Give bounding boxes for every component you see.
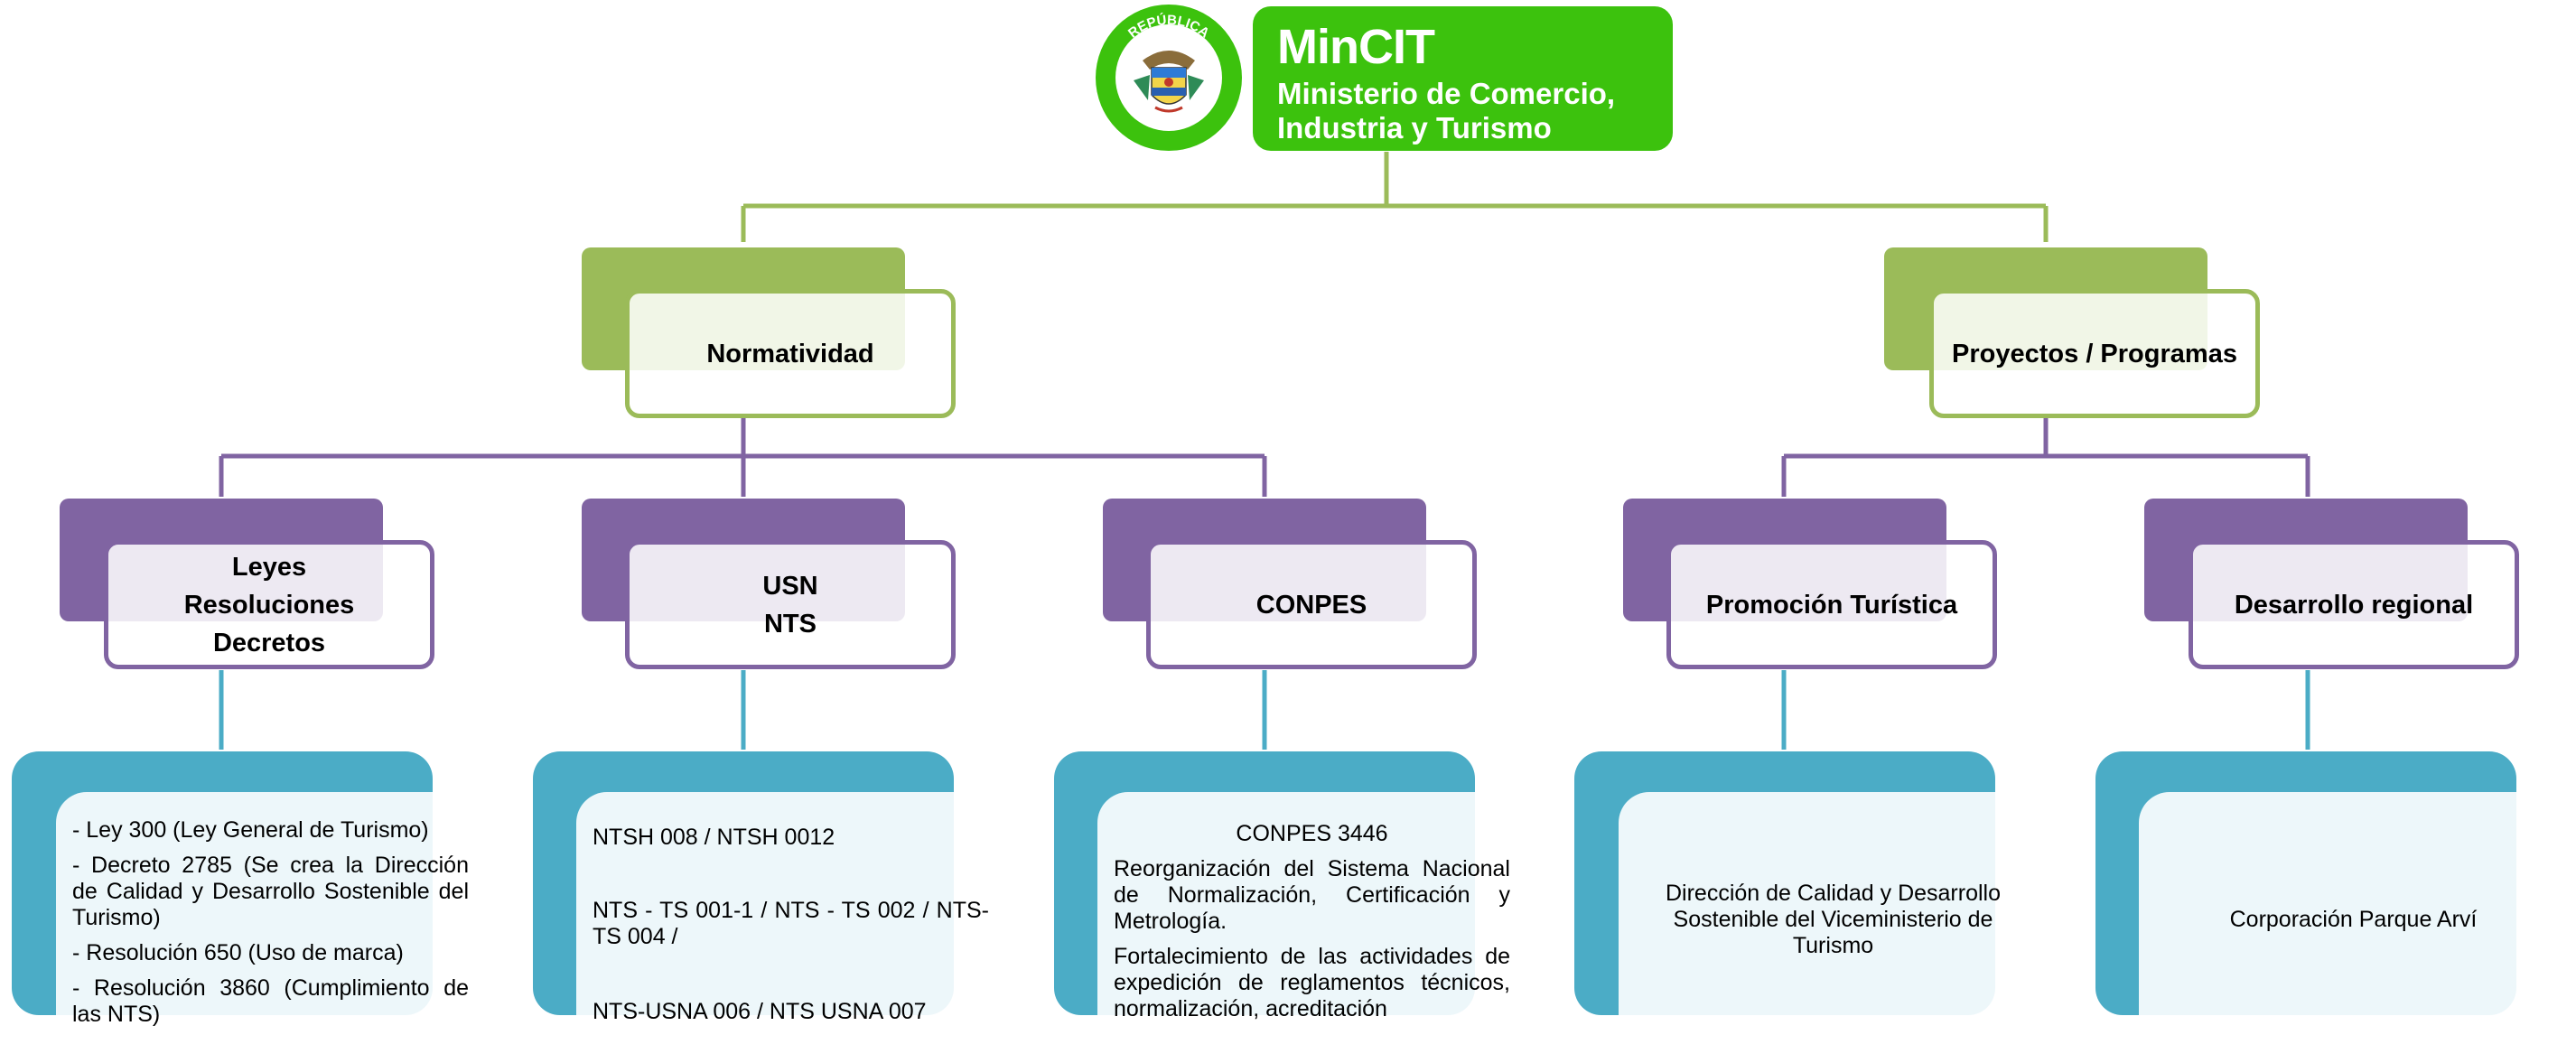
leyes-item-resolucion-3860: - Resolución 3860 (Cumplimiento de las N… bbox=[72, 975, 469, 1027]
usn-item-ntsh: NTSH 008 / NTSH 0012 bbox=[593, 825, 835, 850]
node-leyes-line-3: Decretos bbox=[212, 628, 326, 657]
brand-title: MinCIT bbox=[1277, 20, 1435, 74]
node-conpes-label: CONPES bbox=[1255, 590, 1367, 620]
node-promocion-label: Promoción Turística bbox=[1705, 590, 1958, 620]
leyes-item-resolucion-650: - Resolución 650 (Uso de marca) bbox=[72, 940, 404, 965]
leyes-item-decreto-2785: - Decreto 2785 (Se crea la Dirección de … bbox=[72, 853, 469, 930]
conpes-item-reorganizacion: Reorganización del Sistema Nacional de N… bbox=[1114, 856, 1510, 934]
usn-detail-box: NTSH 008 / NTSH 0012 NTS - TS 001-1 / NT… bbox=[576, 792, 1005, 1063]
svg-text:DE COLOMBIA: DE COLOMBIA bbox=[1125, 99, 1213, 132]
node-leyes-line-1: Leyes bbox=[231, 552, 307, 582]
node-leyes-resoluciones-decretos: Leyes Resoluciones Decretos bbox=[104, 540, 434, 669]
coat-of-arms-icon bbox=[1115, 24, 1222, 131]
node-desarrollo-label: Desarrollo regional bbox=[2234, 590, 2474, 620]
conpes-detail-box: CONPES 3446 Reorganización del Sistema N… bbox=[1097, 792, 1526, 1063]
desarrollo-item-parque-arvi: Corporación Parque Arví bbox=[2229, 906, 2478, 932]
node-proyectos-label: Proyectos / Programas bbox=[1952, 339, 2237, 368]
node-usn-line-2: NTS bbox=[763, 609, 817, 639]
brand-subtitle-line-2: Industria y Turismo bbox=[1277, 111, 1552, 145]
node-leyes-line-2: Resoluciones bbox=[183, 590, 355, 620]
usn-item-nts-usna: NTS-USNA 006 / NTS USNA 007 bbox=[593, 999, 927, 1024]
promocion-detail-box: Dirección de Calidad y Desarrollo Sosten… bbox=[1619, 792, 2048, 1063]
node-normatividad: Normatividad bbox=[625, 289, 956, 418]
node-conpes: CONPES bbox=[1146, 540, 1477, 669]
usn-item-nts-ts: NTS - TS 001-1 / NTS - TS 002 / NTS-TS 0… bbox=[593, 898, 989, 949]
seal-bottom-text: DE COLOMBIA bbox=[1125, 99, 1213, 132]
desarrollo-detail-box: Corporación Parque Arví bbox=[2139, 792, 2568, 1063]
promocion-item-direccion: Dirección de Calidad y Desarrollo Sosten… bbox=[1666, 880, 2001, 958]
leyes-detail-box: - Ley 300 (Ley General de Turismo) - Dec… bbox=[56, 792, 485, 1063]
node-desarrollo-regional: Desarrollo regional bbox=[2189, 540, 2519, 669]
mincit-brand-block: MinCIT Ministerio de Comercio, Industria… bbox=[1253, 6, 1673, 151]
conpes-item-3446: CONPES 3446 bbox=[1236, 821, 1388, 846]
conpes-item-fortalecimiento: Fortalecimiento de las actividades de ex… bbox=[1114, 944, 1510, 1021]
node-normatividad-label: Normatividad bbox=[706, 339, 874, 368]
brand-subtitle: Ministerio de Comercio, Industria y Turi… bbox=[1277, 77, 1666, 145]
node-proyectos-programas: Proyectos / Programas bbox=[1929, 289, 2260, 418]
brand-subtitle-line-1: Ministerio de Comercio, bbox=[1277, 77, 1616, 110]
svg-text:REPÚBLICA: REPÚBLICA bbox=[1125, 12, 1212, 42]
colombia-seal-logo: REPÚBLICA DE COLOMBIA bbox=[1096, 5, 1242, 151]
node-promocion-turistica: Promoción Turística bbox=[1666, 540, 1997, 669]
node-usn-nts: USN NTS bbox=[625, 540, 956, 669]
node-usn-line-1: USN bbox=[762, 571, 818, 601]
leyes-item-ley-300: - Ley 300 (Ley General de Turismo) bbox=[72, 817, 429, 843]
seal-top-text: REPÚBLICA bbox=[1125, 12, 1212, 42]
